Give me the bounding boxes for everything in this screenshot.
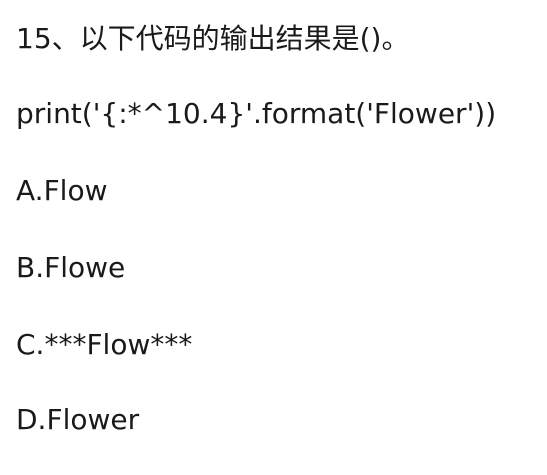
option-d: D.Flower (16, 403, 140, 436)
option-c: C.***Flow*** (16, 328, 193, 361)
option-b: B.Flowe (16, 251, 126, 284)
option-a: A.Flow (16, 174, 108, 207)
question-code: print('{:*^10.4}'.format('Flower')) (16, 97, 497, 130)
question-title: 15、以下代码的输出结果是()。 (16, 22, 410, 55)
